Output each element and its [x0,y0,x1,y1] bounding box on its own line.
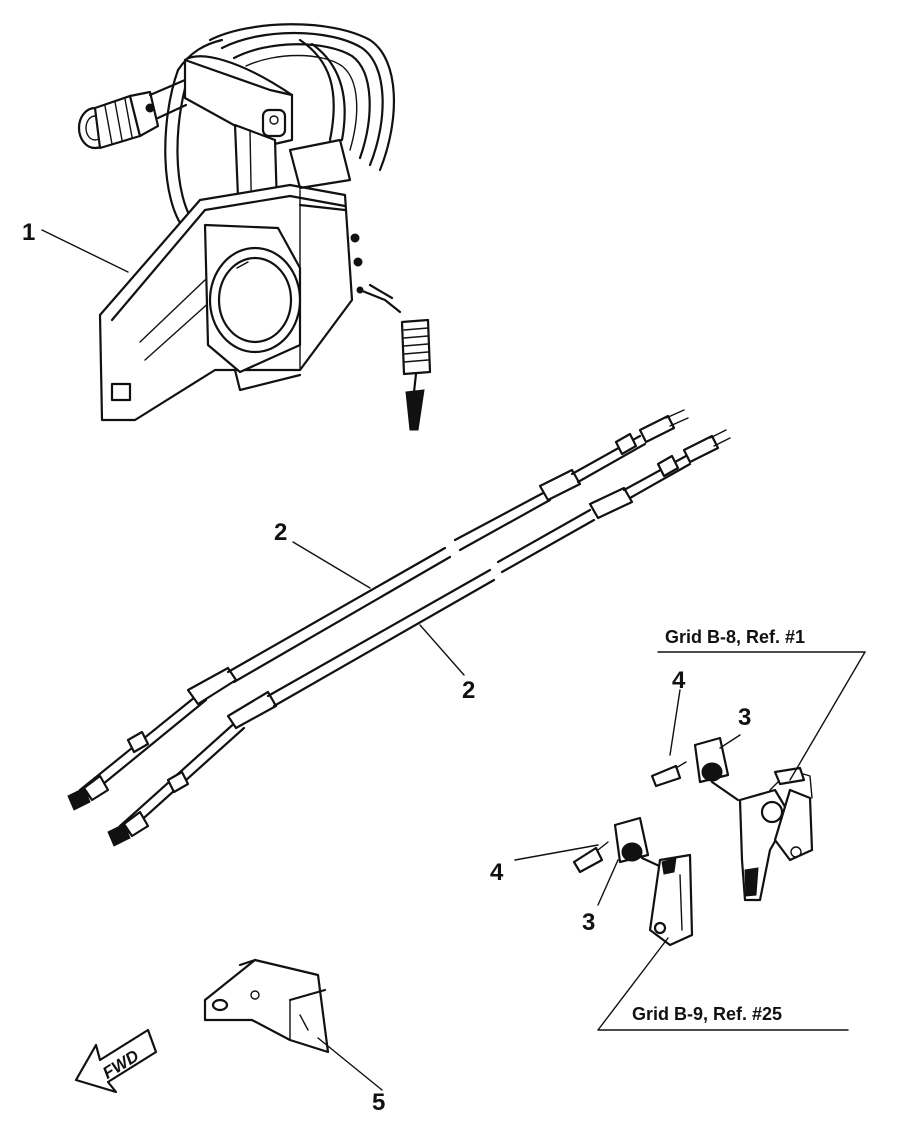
remote-control-box [77,23,432,431]
callout-part-3-lower: 3 [582,909,595,936]
reference-label-upper: Grid B-8, Ref. #1 [665,627,805,647]
callout-part-1: 1 [22,219,35,246]
harness-connector-plug [77,78,188,150]
throttle-lever-bracket-upper [738,766,814,902]
control-cable-upper [67,409,689,811]
leader-lines [41,229,866,1091]
callout-part-5: 5 [372,1089,385,1116]
retaining-pin-upper [650,761,687,788]
control-box-housing [98,138,364,422]
mounting-bracket [203,958,330,1054]
cable-joint-upper [693,736,740,802]
callout-part-4-lower: 4 [490,859,504,886]
retaining-pin-lower [572,841,609,874]
callout-part-2-upper: 2 [274,519,287,546]
throttle-lever-bracket-lower [648,853,694,947]
control-cable-lower [107,429,731,847]
safety-lanyard-spring [358,283,432,431]
reference-label-lower: Grid B-9, Ref. #25 [632,1004,782,1024]
callout-numbers: 1 2 2 4 3 4 3 5 [22,219,751,1116]
callout-part-3-upper: 3 [738,704,751,731]
callout-part-4-upper: 4 [672,667,686,694]
control-cables [67,409,731,847]
cable-joint-lower [613,816,670,872]
fwd-direction-arrow: FWD [74,1028,158,1094]
callout-part-2-lower: 2 [462,677,475,704]
